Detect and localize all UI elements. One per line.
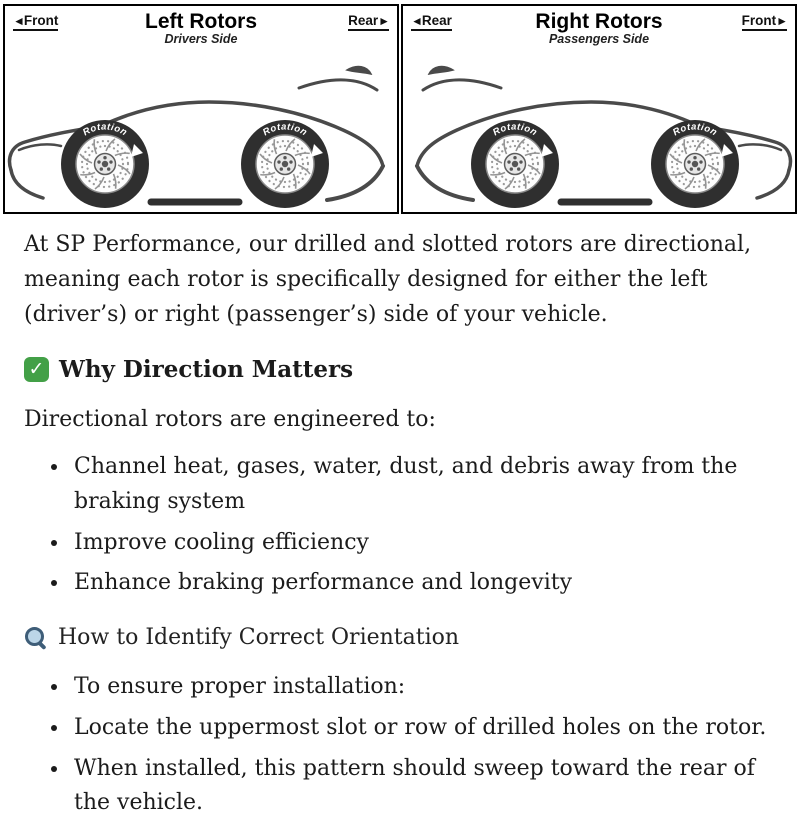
front-wheel-rotor-icon [61,120,149,208]
front-direction-label: ◄Front [13,13,58,31]
right-panel-title: Right Rotors [501,11,697,33]
bullet-item: Channel heat, gases, water, dust, and de… [70,450,770,520]
car-illustration-right: Rotation Rotation [403,52,795,212]
right-panel-titleblock: Right Rotors Passengers Side [501,11,697,46]
section1-heading-text: Why Direction Matters [59,356,353,383]
section2-heading-text: How to Identify Correct Orientation [58,625,459,650]
intro-paragraph: At SP Performance, our drilled and slott… [24,228,778,332]
right-panel-header: ◄Rear Right Rotors Passengers Side Front… [403,6,795,52]
section1-bullet-list: Channel heat, gases, water, dust, and de… [24,450,778,601]
car-illustration-left: Rotation Rotation [5,52,397,212]
magnifier-emoji-icon [24,626,48,650]
arrow-left-icon: ◄ [411,14,422,28]
section-heading-identify-orientation: How to Identify Correct Orientation [24,625,778,650]
arrow-right-icon: ► [378,14,389,28]
rear-direction-label: ◄Rear [411,13,452,31]
section-heading-why-direction-matters: Why Direction Matters [24,356,778,383]
page: ◄Front Left Rotors Drivers Side Rear► Ro… [0,4,800,821]
rear-wheel-rotor-icon [241,120,329,208]
bullet-item: Improve cooling efficiency [70,526,770,561]
bullet-item: When installed, this pattern should swee… [70,752,770,821]
left-rotors-panel: ◄Front Left Rotors Drivers Side Rear► Ro… [3,4,399,214]
right-panel-subtitle: Passengers Side [501,33,697,46]
bullet-item: Locate the uppermost slot or row of dril… [70,711,770,746]
check-emoji-icon [24,357,49,382]
section1-lead: Directional rotors are engineered to: [24,403,778,438]
arrow-right-icon: ► [776,14,787,28]
front-wheel-rotor-icon [651,120,739,208]
arrow-left-icon: ◄ [13,14,24,28]
front-direction-label: Front► [742,13,787,31]
left-panel-titleblock: Left Rotors Drivers Side [103,11,299,46]
article-body: At SP Performance, our drilled and slott… [0,214,800,821]
rear-wheel-rotor-icon [471,120,559,208]
rotor-direction-diagram: ◄Front Left Rotors Drivers Side Rear► Ro… [3,4,797,214]
left-panel-header: ◄Front Left Rotors Drivers Side Rear► [5,6,397,52]
rear-direction-label: Rear► [348,13,389,31]
bullet-item: Enhance braking performance and longevit… [70,566,770,601]
right-rotors-panel: ◄Rear Right Rotors Passengers Side Front… [401,4,797,214]
left-panel-title: Left Rotors [103,11,299,33]
left-panel-subtitle: Drivers Side [103,33,299,46]
section2-bullet-list: To ensure proper installation: Locate th… [24,670,778,821]
bullet-item: To ensure proper installation: [70,670,770,705]
